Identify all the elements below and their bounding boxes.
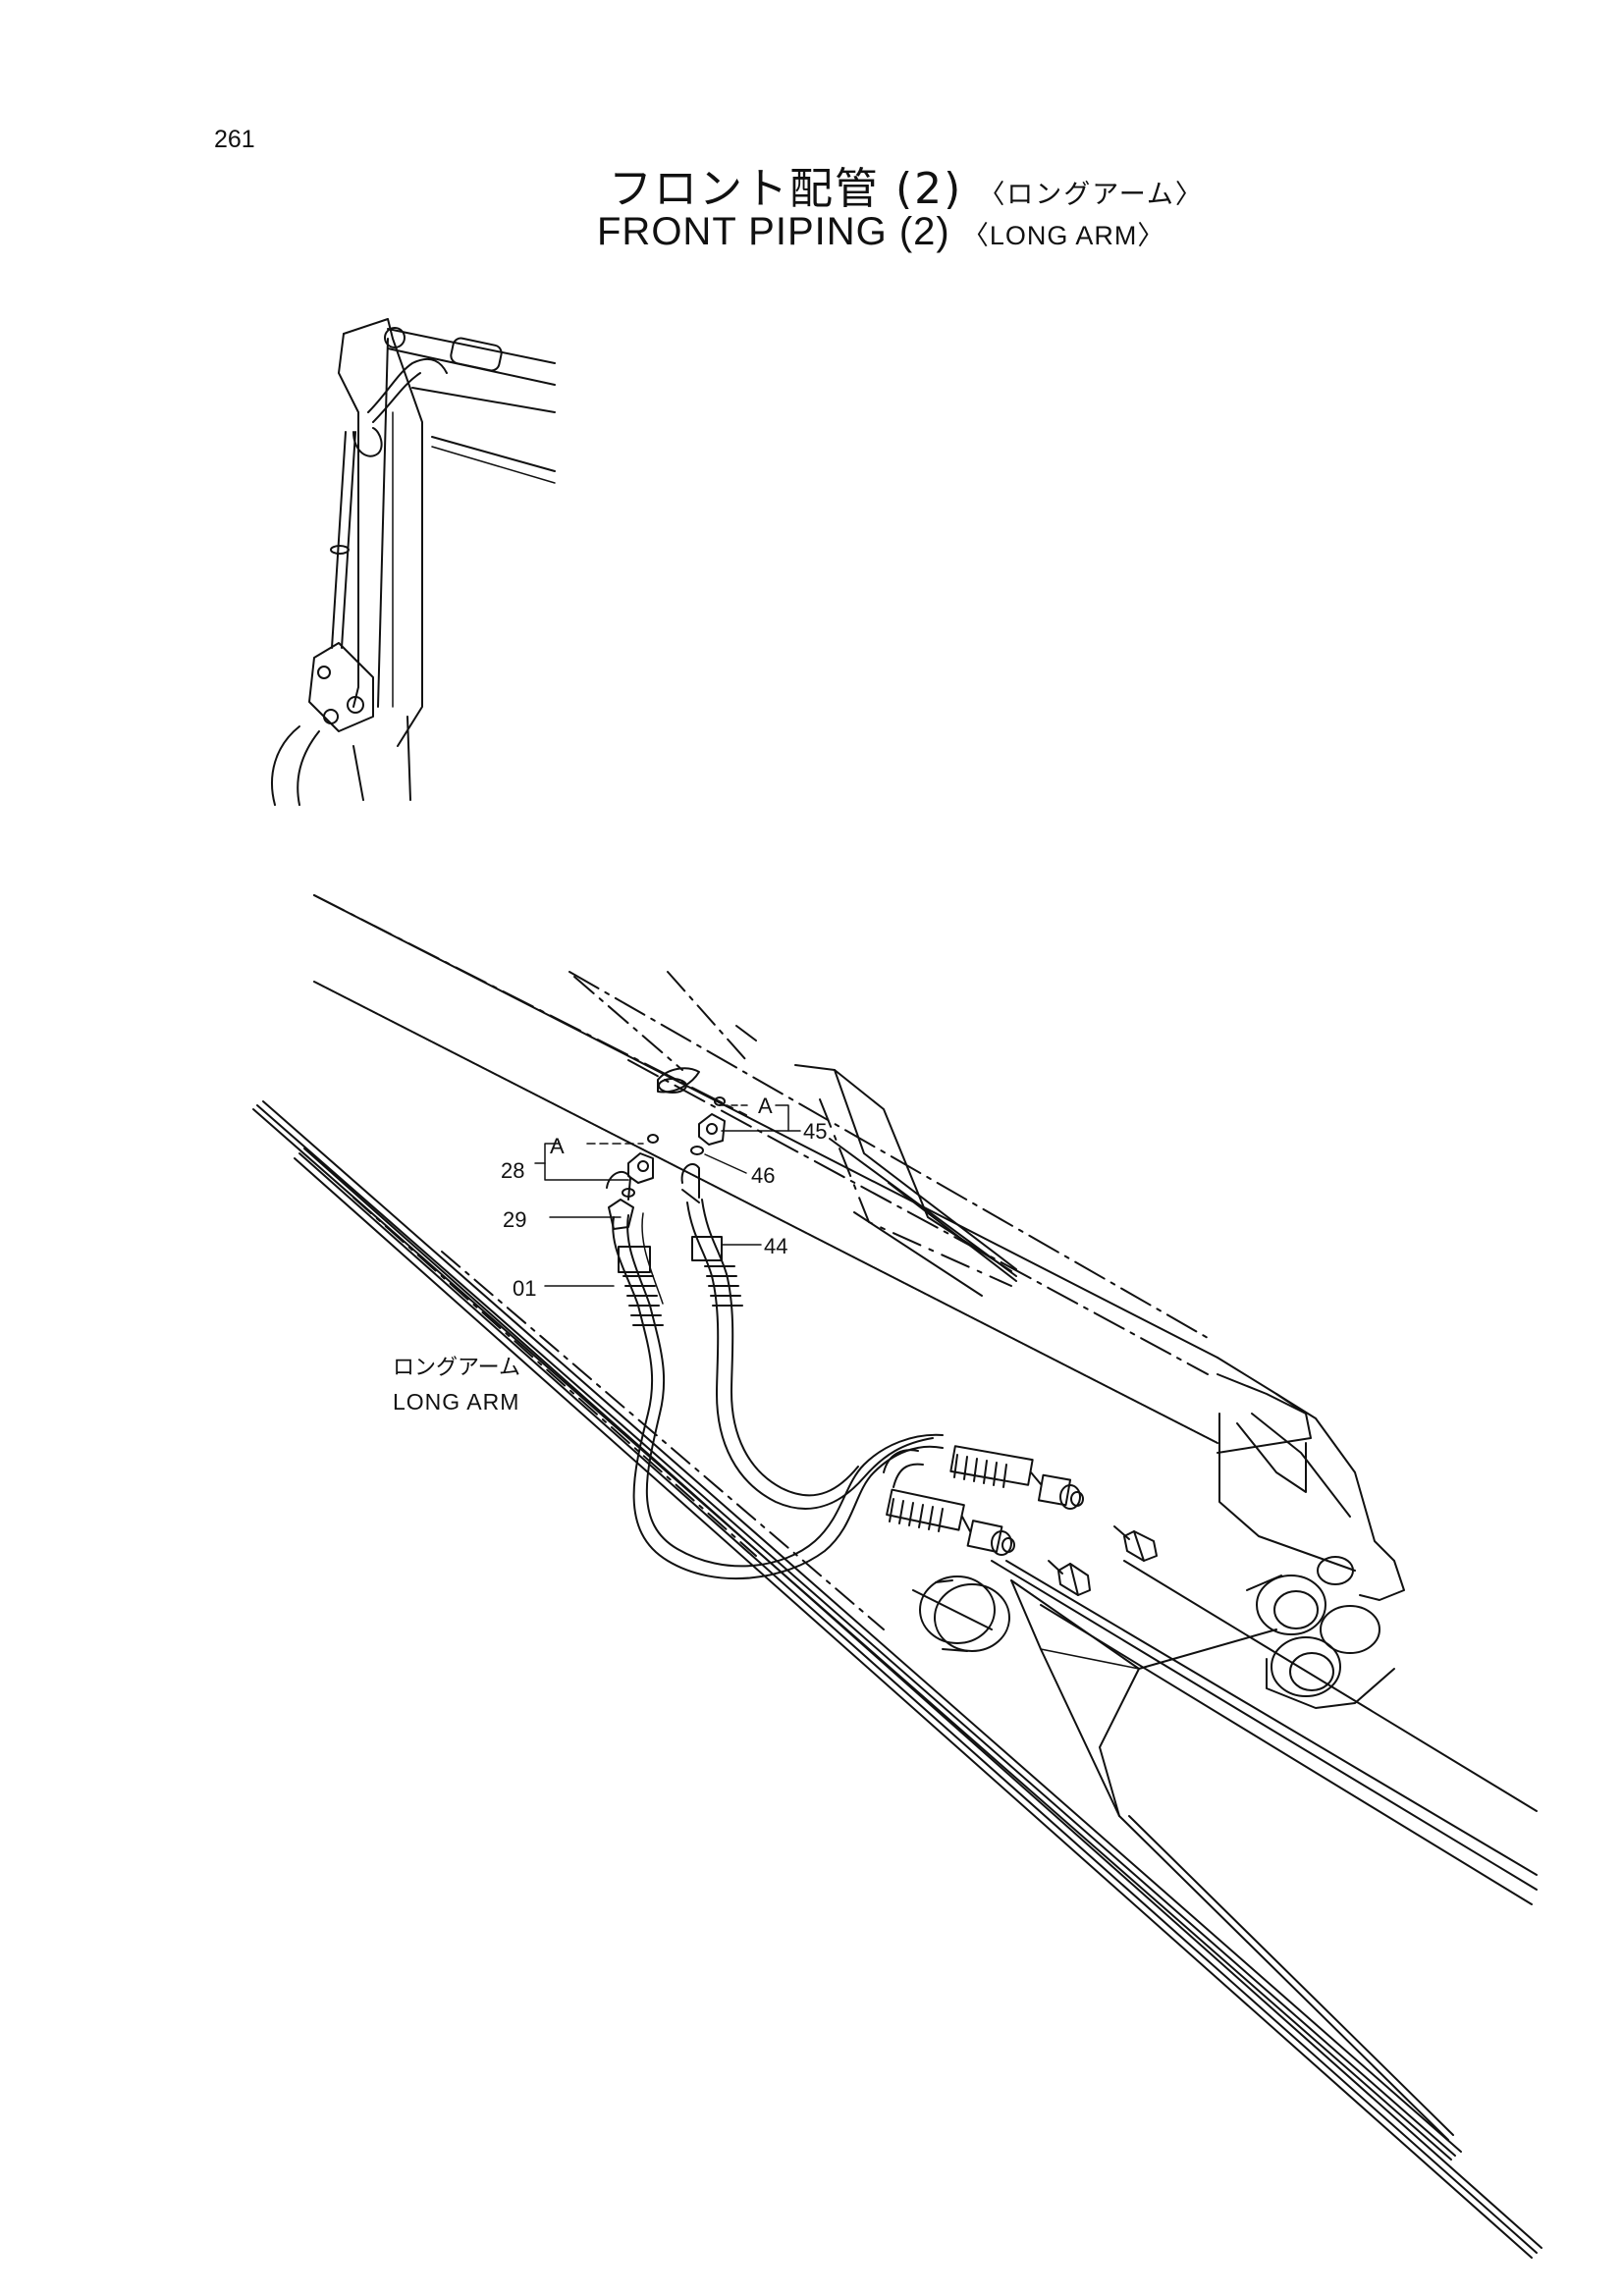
long-arm-label-en: LONG ARM xyxy=(393,1389,519,1415)
cylinder-head xyxy=(912,1575,1010,1652)
callout-01: 01 xyxy=(513,1276,536,1301)
long-arm-label-jp: ロングアーム xyxy=(393,1356,520,1380)
page-number: 261 xyxy=(214,126,255,153)
title-en-sub: 〈LONG ARM〉 xyxy=(961,221,1165,250)
callout-46: 46 xyxy=(751,1163,775,1188)
callout-28: 28 xyxy=(501,1158,524,1183)
title-japanese: フロント配管 (2) 〈ロングアーム〉 xyxy=(609,153,1204,216)
hose-right-lower xyxy=(886,1488,1015,1556)
title-en-main: FRONT PIPING (2) xyxy=(597,210,950,253)
hose-01 xyxy=(606,1170,944,1580)
title-jp-sub: 〈ロングアーム〉 xyxy=(978,180,1204,210)
key-view-inset xyxy=(271,318,556,806)
title-jp-main: フロント配管 (2) xyxy=(609,164,963,214)
callout-45: 45 xyxy=(803,1119,827,1144)
callout-29: 29 xyxy=(503,1207,526,1232)
cylinder-adapters xyxy=(1048,1525,1158,1596)
main-view: A 28 29 01 A 45 46 44 ロングアーム LONG ARM xyxy=(252,894,1542,2259)
long-arm-body xyxy=(252,1100,1542,2259)
title-english: FRONT PIPING (2) 〈LONG ARM〉 xyxy=(597,210,1164,254)
callout-a-right: A xyxy=(758,1094,773,1118)
callout-leaders xyxy=(534,1104,801,1287)
hose-right-upper xyxy=(883,1445,1084,1510)
callout-44: 44 xyxy=(764,1234,787,1258)
hose-44 xyxy=(680,1163,934,1510)
callout-a-left: A xyxy=(550,1134,565,1158)
fittings-upper xyxy=(622,1096,726,1198)
